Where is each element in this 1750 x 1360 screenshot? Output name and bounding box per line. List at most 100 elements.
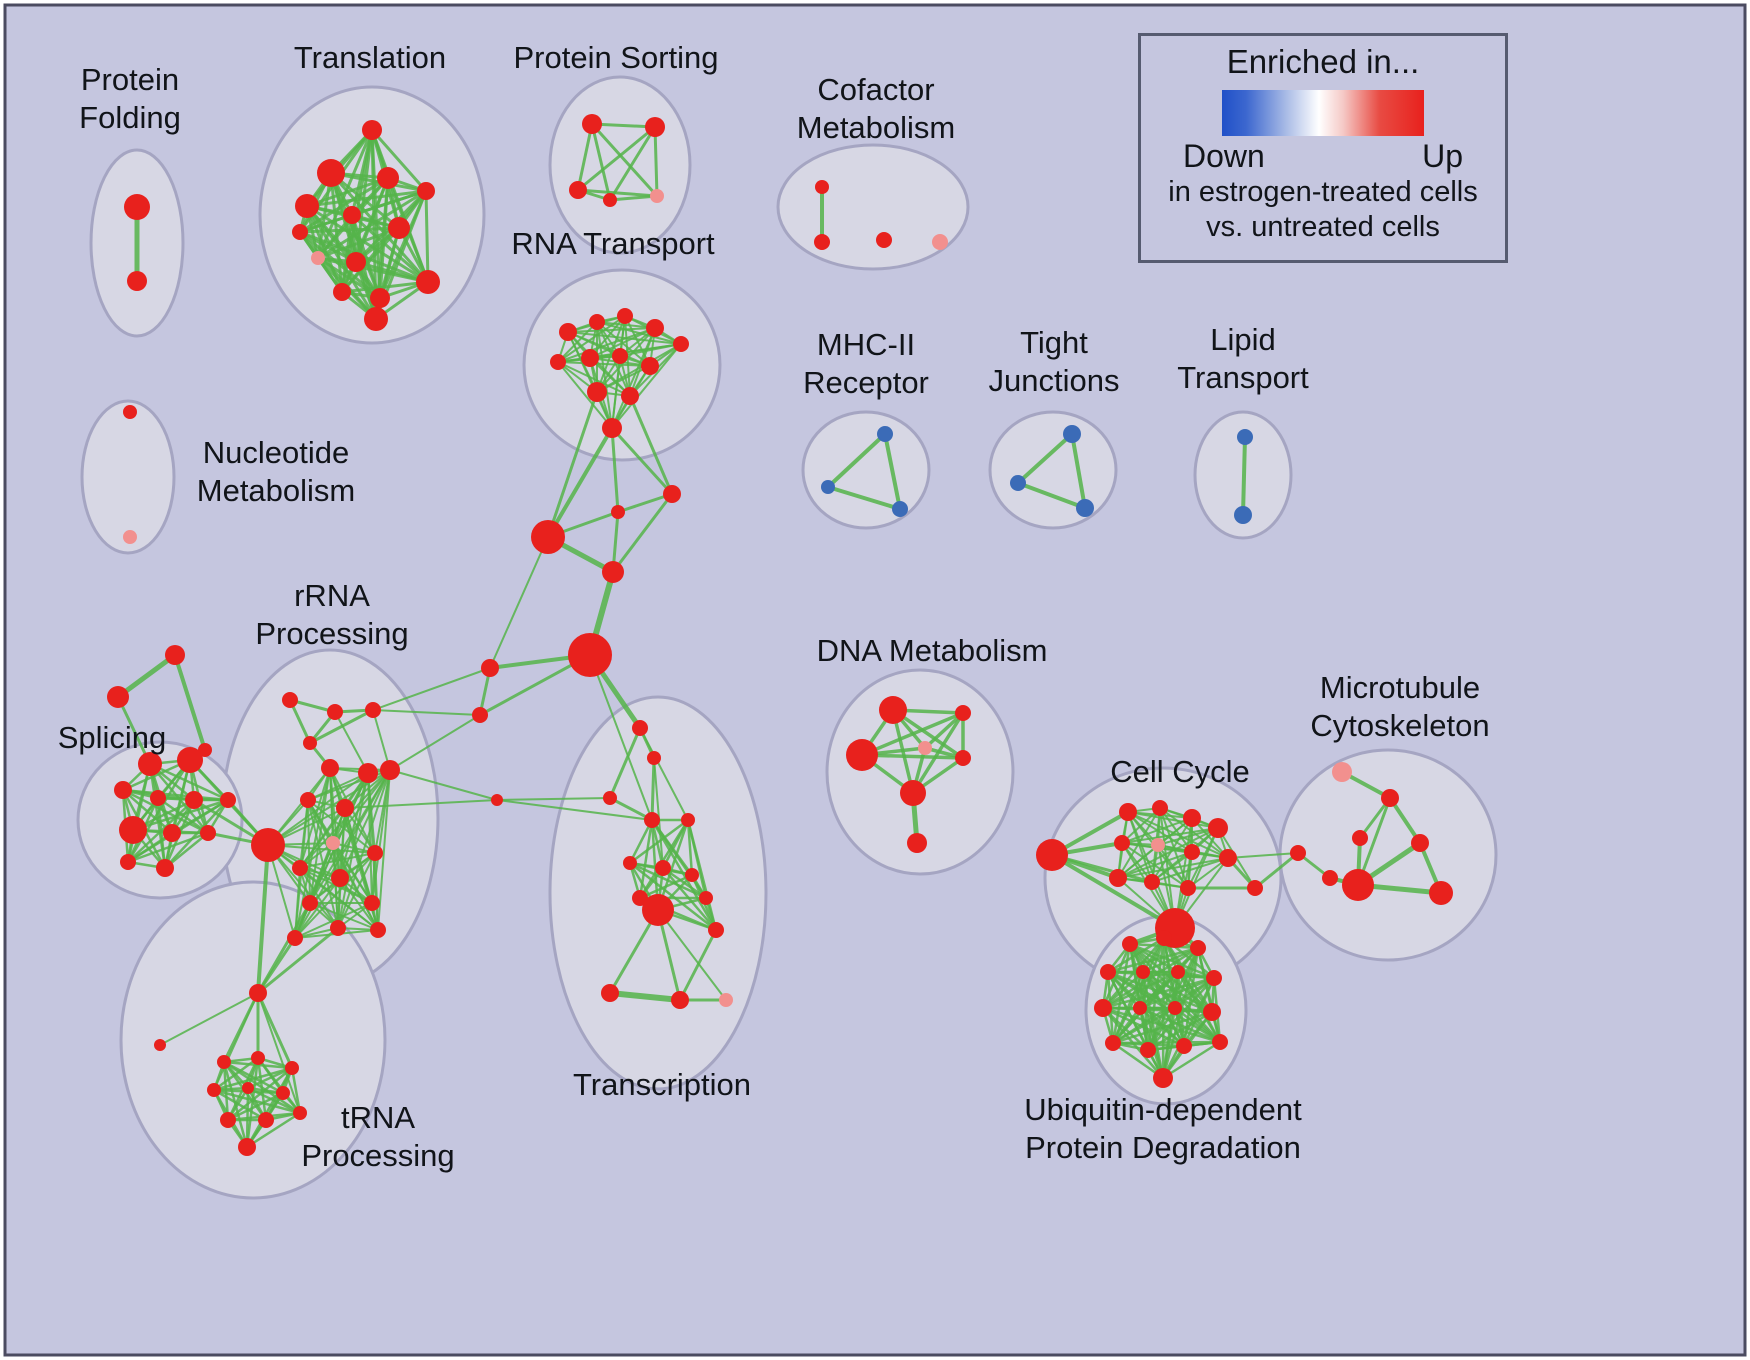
node-ub10 bbox=[1168, 1001, 1182, 1015]
node-tn5 bbox=[242, 1082, 254, 1094]
node-ub2 bbox=[1156, 930, 1172, 946]
edge-cc3-cc5 bbox=[1121, 817, 1193, 844]
node-tc13 bbox=[671, 991, 689, 1009]
node-ps3 bbox=[569, 181, 587, 199]
node-tt0 bbox=[249, 984, 267, 1002]
node-tl14 bbox=[292, 224, 308, 240]
edge-rr2-rr6 bbox=[334, 711, 369, 774]
cluster-tight-junctions bbox=[988, 410, 1118, 530]
edge-rr11-rr15 bbox=[299, 867, 339, 929]
edge-dm3-dm5 bbox=[860, 753, 965, 760]
edge-ccl-cch bbox=[1050, 853, 1177, 930]
edge-rt5-rt10 bbox=[596, 343, 682, 393]
nodes bbox=[107, 114, 1453, 1156]
node-tn9 bbox=[293, 1106, 307, 1120]
cluster-microtubule-cytoskeleton bbox=[1278, 748, 1498, 962]
node-ub15 bbox=[1212, 1034, 1228, 1050]
node-s11 bbox=[156, 859, 174, 877]
node-ps1 bbox=[582, 114, 602, 134]
edge-rr11-rr13 bbox=[299, 852, 376, 869]
node-ps5 bbox=[650, 189, 664, 203]
node-rr17 bbox=[287, 930, 303, 946]
node-dm7 bbox=[907, 833, 927, 853]
node-dm1 bbox=[879, 696, 907, 724]
node-tl2 bbox=[317, 159, 345, 187]
edge-tj1-tj3 bbox=[1070, 432, 1087, 510]
edge-ub7-ub9 bbox=[1138, 976, 1216, 1010]
node-s9 bbox=[200, 825, 216, 841]
edge-ttl-tt0 bbox=[159, 992, 259, 1046]
edge-tt0-tn3 bbox=[256, 991, 294, 1070]
edge-rr16-rr17 bbox=[294, 902, 373, 939]
node-br7 bbox=[491, 794, 503, 806]
edge-tc4-tc6 bbox=[628, 818, 654, 865]
node-cc11 bbox=[1180, 880, 1196, 896]
node-cf2 bbox=[814, 234, 830, 250]
node-rt1 bbox=[559, 323, 577, 341]
node-hub bbox=[568, 633, 612, 677]
edge-rrh-tt0 bbox=[256, 843, 270, 995]
node-cc7 bbox=[1184, 844, 1200, 860]
node-lp2 bbox=[1234, 506, 1252, 524]
edge-tl3-tl4 bbox=[305, 176, 390, 208]
node-rt8 bbox=[612, 348, 628, 364]
node-rr2 bbox=[327, 704, 343, 720]
node-ub12 bbox=[1105, 1035, 1121, 1051]
node-tn4 bbox=[207, 1083, 221, 1097]
edge-cc7-cc10 bbox=[1151, 851, 1193, 883]
node-dm2 bbox=[955, 705, 971, 721]
node-tc9 bbox=[632, 890, 648, 906]
edge-rt5-rt8 bbox=[619, 343, 682, 357]
legend-gradient-bar bbox=[1222, 90, 1424, 136]
node-tl4 bbox=[377, 167, 399, 189]
edge-s6-s7 bbox=[131, 798, 230, 832]
node-cf1 bbox=[815, 180, 829, 194]
edge-rt12-br1 bbox=[610, 426, 674, 496]
node-cc1 bbox=[1119, 803, 1137, 821]
edge-rrh-rr15 bbox=[267, 844, 339, 929]
edge-rt12-br3 bbox=[546, 426, 614, 539]
edge-ub15-ub16 bbox=[1161, 1040, 1222, 1080]
node-mt4 bbox=[1342, 869, 1374, 901]
edge-rt1-rt4 bbox=[567, 327, 656, 333]
edge-tn2-tn10 bbox=[245, 1056, 260, 1149]
legend-caption-line1: in estrogen-treated cells bbox=[1168, 176, 1478, 208]
edge-tc8-tc9 bbox=[638, 873, 694, 900]
edge-rr5-rr14 bbox=[309, 767, 331, 904]
edge-cc8-cc9 bbox=[1117, 857, 1229, 879]
edge-ub10-ub15 bbox=[1173, 1006, 1222, 1044]
edge-br1-br2 bbox=[616, 492, 674, 514]
edge-tl3-tl10 bbox=[305, 204, 430, 284]
edge-tn6-tn7 bbox=[226, 1091, 285, 1122]
node-tc7 bbox=[655, 860, 671, 876]
node-ub1 bbox=[1122, 936, 1138, 952]
edge-rr13-rr18 bbox=[374, 852, 379, 931]
node-rr9 bbox=[336, 799, 354, 817]
node-tn10 bbox=[238, 1138, 256, 1156]
edge-ps2-ps4 bbox=[608, 125, 657, 202]
node-st2 bbox=[107, 686, 129, 708]
edge-tc12-tc13 bbox=[607, 990, 683, 1003]
edge-st1-st2 bbox=[115, 652, 178, 700]
edge-rr12-rr17 bbox=[294, 877, 341, 939]
node-tn6 bbox=[276, 1086, 290, 1100]
node-tl13 bbox=[364, 307, 388, 331]
node-mt5 bbox=[1429, 881, 1453, 905]
node-tc4 bbox=[644, 812, 660, 828]
node-ub13 bbox=[1140, 1042, 1156, 1058]
node-ub3 bbox=[1190, 940, 1206, 956]
edge-ps2-ps5 bbox=[653, 125, 659, 198]
node-rr7 bbox=[380, 760, 400, 780]
edge-s1-s6 bbox=[148, 762, 230, 802]
node-tn2 bbox=[251, 1051, 265, 1065]
edge-br1-br4 bbox=[611, 492, 674, 574]
edge-mt1-mt3 bbox=[1388, 796, 1422, 845]
edge-rt3-rt6 bbox=[557, 315, 626, 363]
edge-s9-s11 bbox=[163, 831, 210, 870]
edge-rt6-rt9 bbox=[557, 361, 651, 367]
node-st1 bbox=[165, 645, 185, 665]
edge-cc2-cc5 bbox=[1121, 807, 1161, 844]
